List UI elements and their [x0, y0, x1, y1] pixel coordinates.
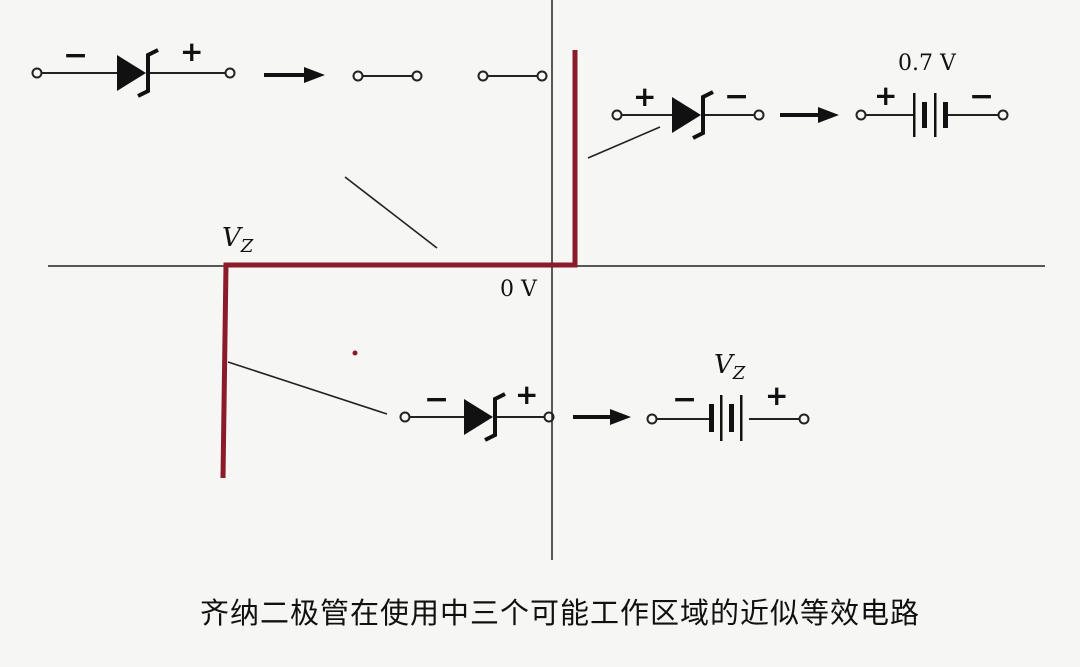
forward-voltage-label: 0.7 V: [898, 51, 957, 76]
pointer-forward-region: [587, 126, 661, 159]
open-circuit-icon: [477, 70, 548, 82]
minus-sign: −: [724, 79, 749, 114]
battery-icon: [913, 93, 948, 137]
minus-sign: −: [969, 79, 994, 114]
plus-sign: +: [633, 80, 656, 113]
zener-diode-icon: [464, 392, 506, 442]
figure-caption: 齐纳二极管在使用中三个可能工作区域的近似等效电路: [200, 596, 921, 630]
forward-region-circuit: + − 0.7 V + −: [611, 51, 1009, 140]
minus-sign: −: [63, 38, 88, 73]
minus-sign: −: [672, 382, 697, 417]
vz-axis-label: VZ: [222, 223, 254, 257]
battery-icon: [709, 395, 743, 441]
breakdown-region-circuit: − + VZ − +: [399, 350, 810, 442]
terminal: [224, 67, 236, 79]
arrow-icon: [780, 107, 839, 123]
speck: [352, 350, 358, 356]
plus-sign: +: [765, 379, 788, 412]
zener-diode-icon: [672, 90, 714, 140]
characteristic-curve: [220, 50, 578, 479]
arrow-icon: [264, 67, 325, 83]
pointer-off-region: [344, 176, 438, 249]
terminal: [31, 67, 43, 79]
plus-sign: +: [180, 35, 203, 68]
pointer-breakdown-region: [227, 361, 388, 415]
arrow-icon: [573, 409, 631, 425]
plus-sign: +: [515, 378, 538, 411]
zener-diode-icon: [117, 48, 159, 98]
minus-sign: −: [424, 382, 449, 417]
off-region-circuit: − +: [31, 35, 548, 98]
pointer-lines: [227, 126, 661, 415]
battery-vz-label: VZ: [714, 350, 746, 384]
plus-sign: +: [874, 79, 897, 112]
open-circuit-icon: [352, 70, 423, 82]
origin-label: 0 V: [500, 277, 538, 302]
